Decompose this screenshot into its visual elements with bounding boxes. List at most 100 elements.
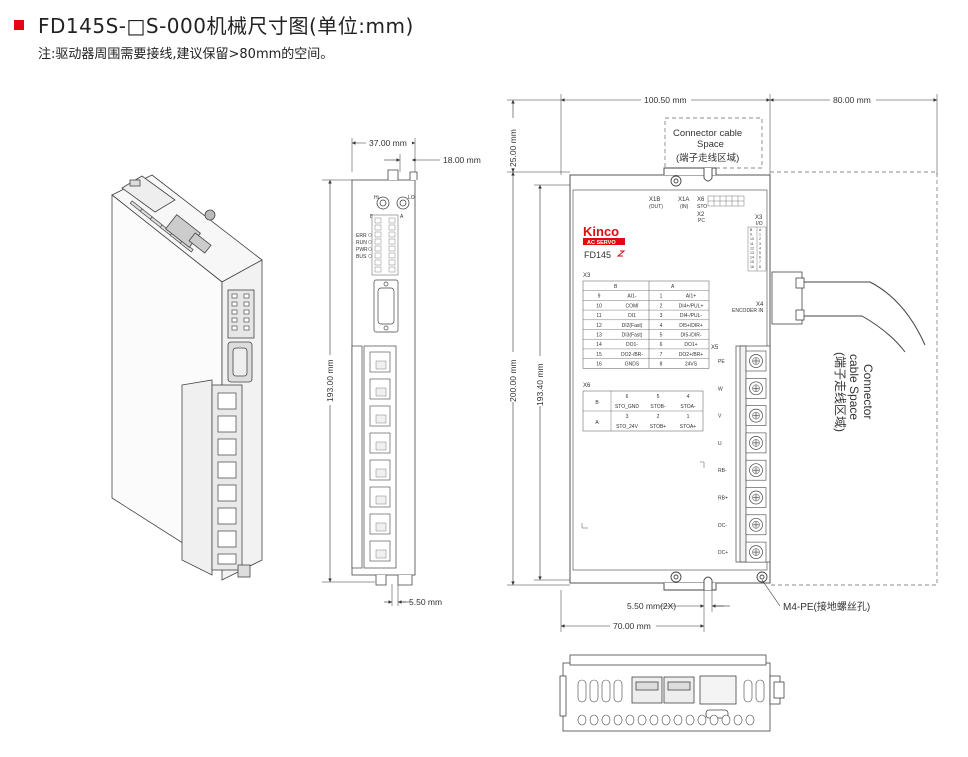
dim-70: 70.00 mm <box>613 621 651 631</box>
x3-right-pin-label: 15 <box>750 260 754 264</box>
x4-sub: ENCODER IN <box>732 308 764 314</box>
brand-sub: AC SERVO <box>587 240 616 246</box>
front-terminal-slot <box>375 414 387 424</box>
vent-slot <box>613 679 623 703</box>
led-label: PWR <box>356 247 368 253</box>
vent-hole <box>637 714 647 726</box>
vent-hole <box>601 714 611 726</box>
dim-5-5-2x: 5.50 mm(2X) <box>627 601 676 611</box>
vent-hole <box>733 714 743 726</box>
brand-logo: Kinco <box>583 224 619 239</box>
vent-hole <box>745 714 755 726</box>
dim-193-4: 193.40 mm <box>535 363 545 406</box>
x6-table-cell: STOB+ <box>650 424 667 430</box>
front-terminal-slot <box>375 495 387 505</box>
x3-table-cell: 9 <box>598 294 601 300</box>
encoder-cable <box>800 281 926 346</box>
x2-label: X2 <box>697 212 705 218</box>
x3-right-pin-label: 6 <box>759 256 761 260</box>
dim-200: 200.00 mm <box>508 359 518 402</box>
model-label: FD145 <box>584 250 611 260</box>
front-pin <box>374 266 382 273</box>
x3-right-pin-label: 9 <box>750 233 752 237</box>
front-pin <box>388 238 396 245</box>
x3-table-cell: AI1+ <box>686 294 697 300</box>
cable-space-side-line2: cable Space <box>847 354 861 420</box>
x3-table-cell: DI5-/DIR- <box>680 333 701 339</box>
vent-hole <box>577 714 587 726</box>
x3-table-cell: AI1- <box>627 294 637 300</box>
led-icon <box>368 233 372 237</box>
x3-table-cell: DI2(Fast) <box>622 323 643 329</box>
x3-table-cell: 12 <box>596 323 602 329</box>
x3-right-pin-label: 5 <box>759 251 761 255</box>
x3-right-pin-label: 11 <box>750 242 754 246</box>
led-icon <box>368 240 372 244</box>
front-terminal-slot <box>375 522 387 532</box>
front-view: 37.00 mm 18.00 mm 193.00 mm 5.50 mm H <box>322 137 481 607</box>
x3-table-cell: 15 <box>596 352 602 358</box>
x3-table-cell: 4 <box>660 323 663 329</box>
x2-sub: PC <box>698 218 705 224</box>
vent-slot <box>601 679 611 703</box>
x3-table-cell: 14 <box>596 342 602 348</box>
label-a: A <box>400 214 404 220</box>
vent-hole <box>685 714 695 726</box>
bottom-view <box>559 654 785 732</box>
title-text: FD145S-□S-000机械尺寸图(单位:mm) <box>38 14 414 38</box>
x3-right-pin-label: 13 <box>750 251 754 255</box>
model-bolt-icon <box>616 250 626 257</box>
dim-25: 25.00 mm <box>508 129 518 167</box>
x3-table-cell: DO2+/BR+ <box>679 352 704 358</box>
x1a-sub: (IN) <box>680 204 689 210</box>
x3-table-head: B <box>614 284 618 290</box>
x3-right-pin-label: 12 <box>750 246 754 250</box>
x3-table-cell: 24VS <box>685 362 698 368</box>
front-terminal-slot <box>375 549 387 559</box>
x1b-sub: (OUT) <box>649 204 663 210</box>
front-terminal-slot <box>375 387 387 397</box>
vent-hole <box>589 714 599 726</box>
front-pin <box>374 224 382 231</box>
bottom-vent-slots <box>577 679 765 703</box>
x6-table-cell: 2 <box>657 414 660 420</box>
front-pin <box>388 231 396 238</box>
x3-right-label: X3 <box>755 215 763 221</box>
x1a-label: X1A <box>678 197 689 203</box>
x3-table-head: A <box>671 284 675 290</box>
x6-table-cell: STOA+ <box>680 424 697 430</box>
cable-space-side-line1: Connector <box>861 364 875 419</box>
power-terminal-label: V <box>718 414 722 420</box>
cable-space-side-line3: (端子走线区域) <box>833 352 847 432</box>
front-pin <box>374 231 382 238</box>
front-pin <box>374 245 382 252</box>
x3-table-cell: COMI <box>625 303 638 309</box>
x3-table-cell: 1 <box>660 294 663 300</box>
vent-hole <box>649 714 659 726</box>
x3-table-cell: 5 <box>660 333 663 339</box>
page-note: 注:驱动器周围需要接线,建议保留>80mm的空间。 <box>38 47 334 62</box>
led-icon <box>368 247 372 251</box>
power-terminal-label: PE <box>718 359 725 365</box>
front-pin <box>374 252 382 259</box>
x6-table-cell: STOB- <box>650 404 666 410</box>
x3-right-pin-label: 14 <box>750 256 754 260</box>
power-terminal-label: W <box>718 386 723 392</box>
x3-table-cell: 3 <box>660 313 663 319</box>
led-label: RUN <box>356 240 367 246</box>
bottom-vent-holes <box>577 714 755 726</box>
cable-space-top-line3: (端子走线区域) <box>676 152 739 164</box>
isometric-view <box>111 174 263 581</box>
x3-right-pin-label: 16 <box>750 265 754 269</box>
power-terminal-label: RB+ <box>718 496 728 502</box>
x3-table-cell: 16 <box>596 362 602 368</box>
x3-right-pin-label: 4 <box>759 246 761 250</box>
vent-slot <box>755 679 765 703</box>
vent-hole <box>613 714 623 726</box>
x3-table-cell: GNDS <box>625 362 640 368</box>
x6-table-cell: STO_24V <box>616 424 639 430</box>
cable-space-top-line2: Space <box>697 139 724 150</box>
